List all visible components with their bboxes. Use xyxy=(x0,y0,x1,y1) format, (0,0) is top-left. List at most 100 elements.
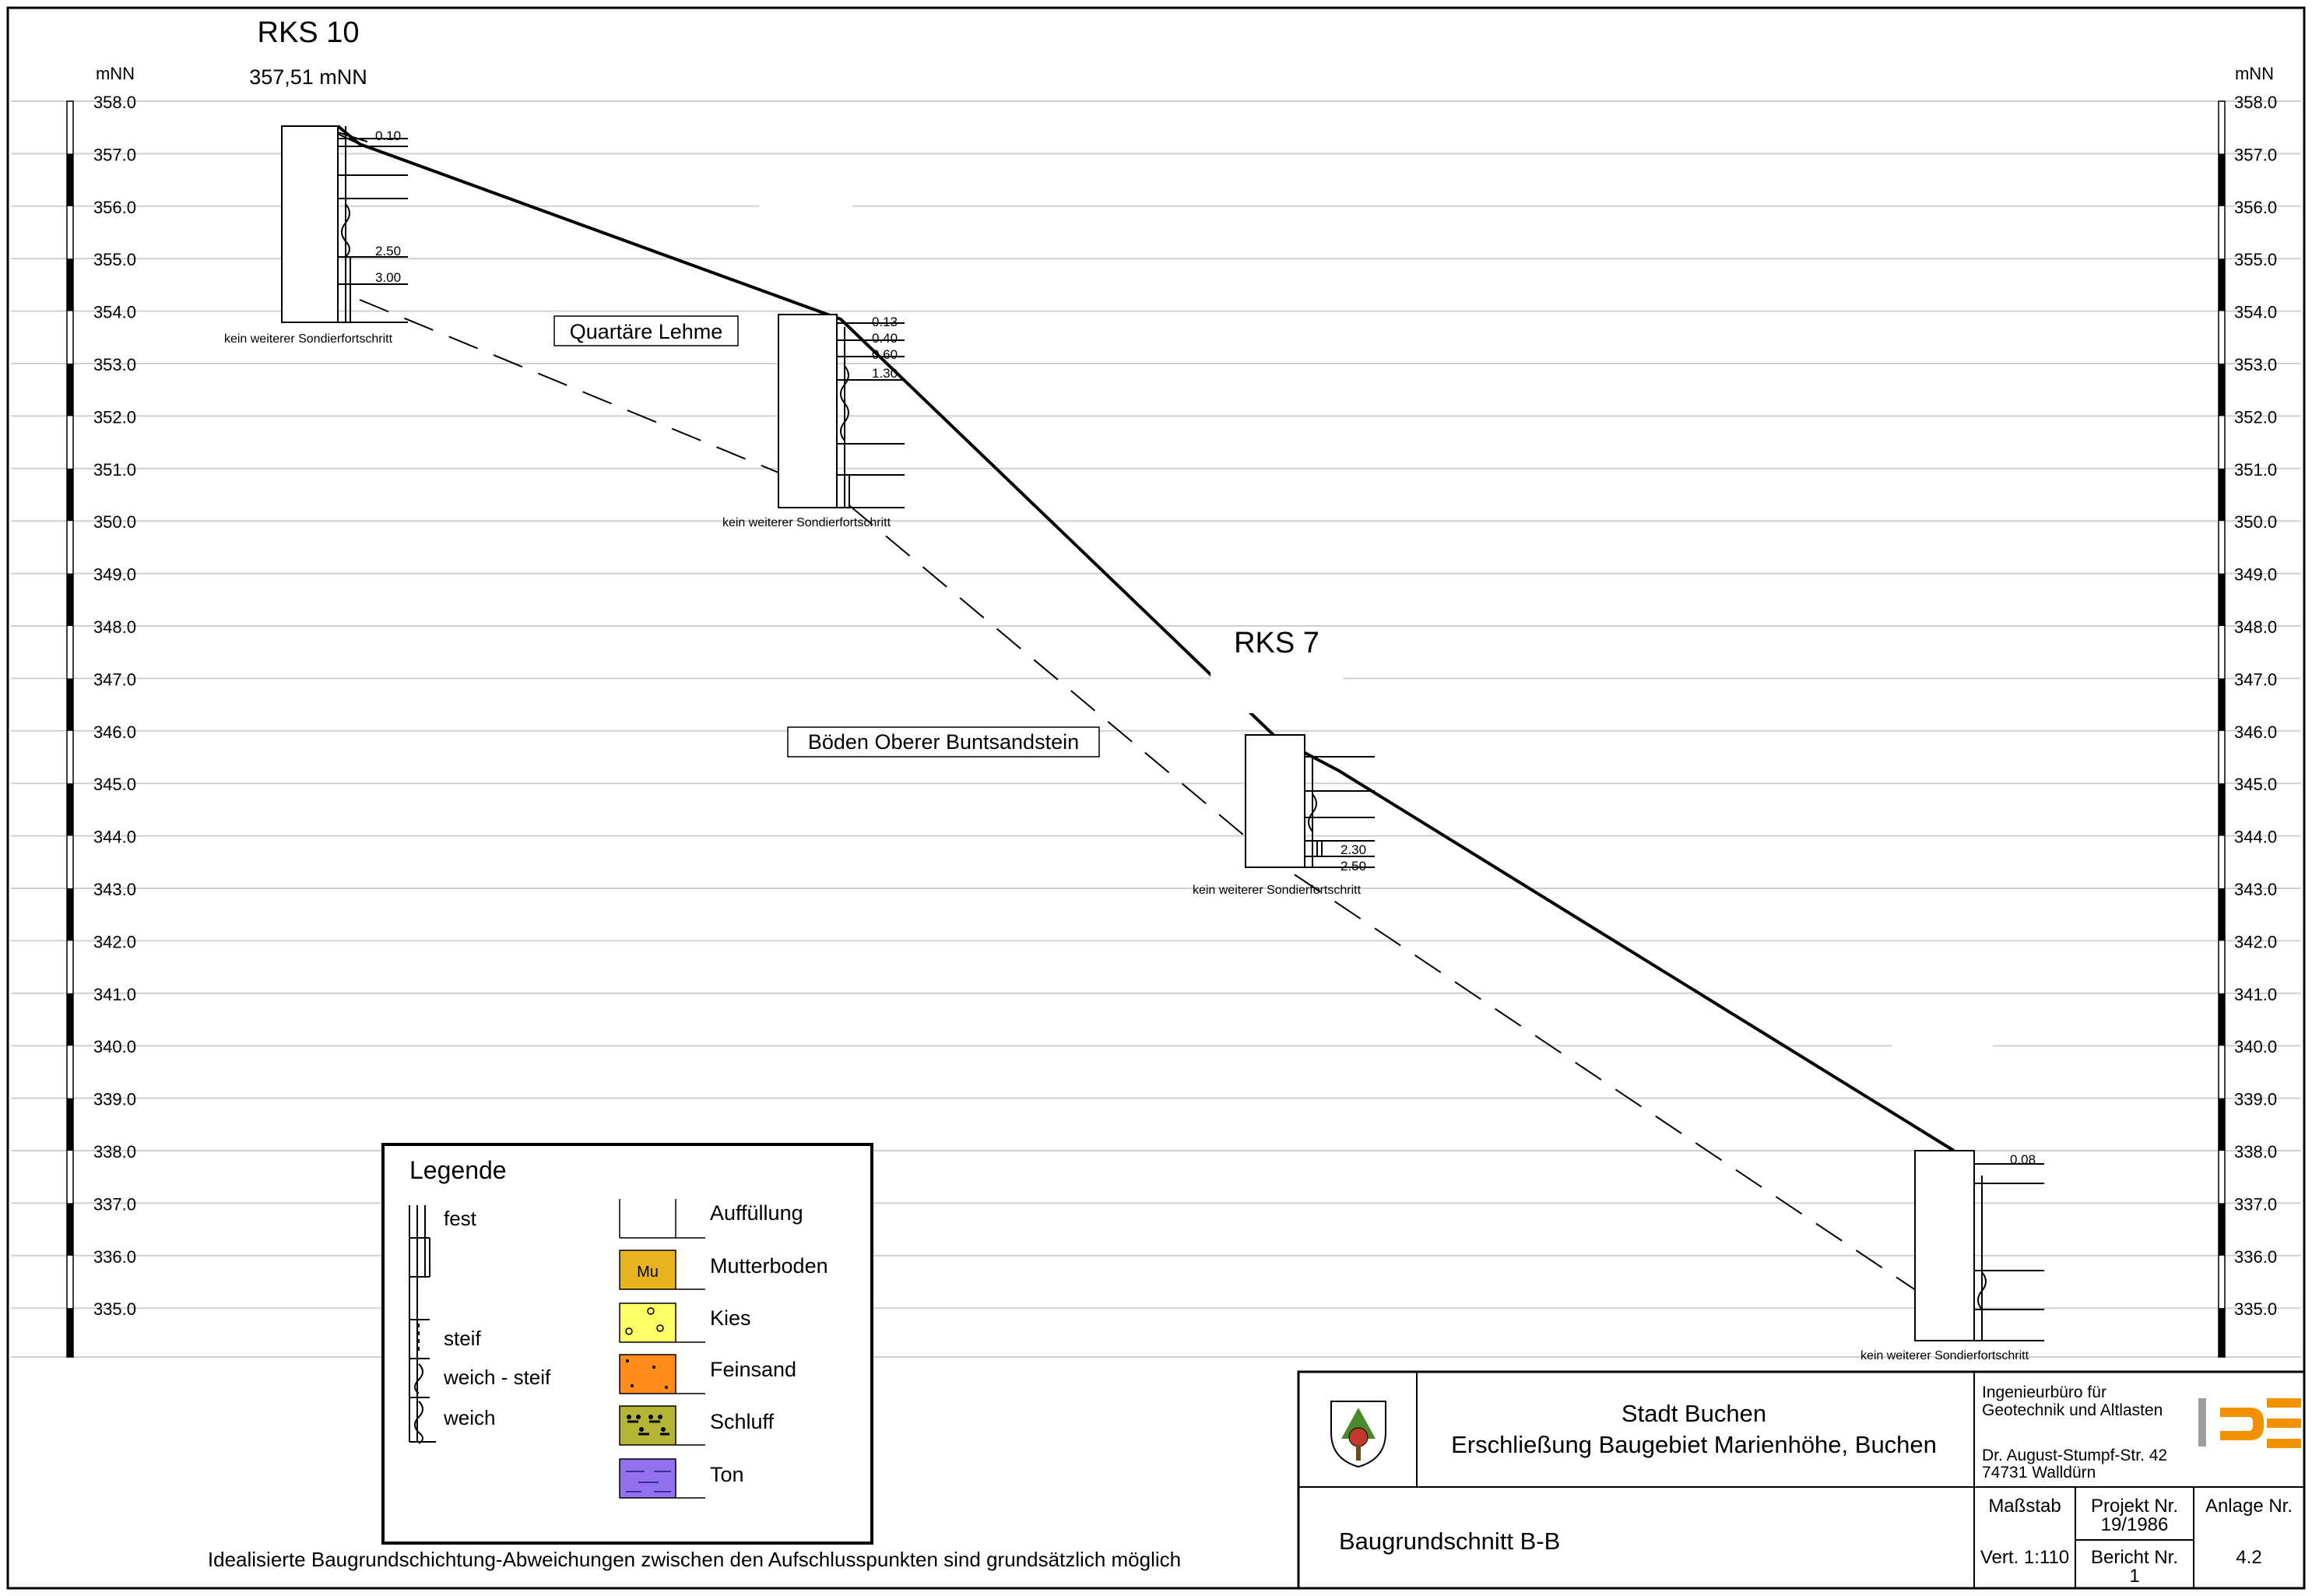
left-tick-label: 353.0 xyxy=(93,355,136,374)
left-tick-label: 358.0 xyxy=(93,93,136,112)
consistency-strip xyxy=(1304,735,1375,868)
legend-consistency-weich: weich xyxy=(443,1406,495,1429)
right-tick-label: 351.0 xyxy=(2234,460,2277,480)
left-tick-label: 336.0 xyxy=(93,1247,136,1267)
left-tick-label: 344.0 xyxy=(93,828,136,847)
right-tick-label: 335.0 xyxy=(2234,1299,2277,1319)
right-tick-label: 349.0 xyxy=(2234,565,2277,585)
scale-bar-segment xyxy=(2219,1203,2225,1256)
svg-text:Schluff: Schluff xyxy=(710,1410,775,1433)
scale-bar-segment xyxy=(67,993,73,1046)
right-tick-label: 352.0 xyxy=(2234,407,2277,427)
right-tick-label: 347.0 xyxy=(2234,670,2277,689)
town-crest-icon xyxy=(1330,1401,1386,1468)
scale-bar-segment xyxy=(67,573,73,626)
borehole-4: 0.08 kein weiterer Sondierfortschritt xyxy=(1860,1150,2044,1362)
left-tick-label: 352.0 xyxy=(93,407,136,427)
right-tick-label: 344.0 xyxy=(2234,828,2277,847)
right-tick-label: 341.0 xyxy=(2234,985,2277,1004)
svg-text:Feinsand: Feinsand xyxy=(710,1358,796,1381)
right-tick-label: 343.0 xyxy=(2234,880,2277,899)
right-tick-label: 357.0 xyxy=(2234,145,2277,164)
svg-text:Böden Oberer Buntsandstein: Böden Oberer Buntsandstein xyxy=(808,730,1079,754)
title-block: Stadt Buchen Erschließung Baugebiet Mari… xyxy=(1297,1370,2306,1590)
right-tick-label: 356.0 xyxy=(2234,198,2277,217)
address-line-1: Dr. August-Stumpf-Str. 42 xyxy=(1982,1447,2167,1464)
right-tick-label: 348.0 xyxy=(2234,617,2277,637)
legend-title: Legende xyxy=(409,1156,507,1184)
borehole-footer: kein weiterer Sondierfortschritt xyxy=(1193,884,1362,897)
consistency-symbols xyxy=(409,1205,436,1444)
right-tick-label: 353.0 xyxy=(2234,355,2277,374)
left-tick-label: 346.0 xyxy=(93,722,136,742)
legend-soil-mutterboden: Mu Mutterboden xyxy=(619,1250,828,1290)
depth-label: 2.30 xyxy=(1340,842,1366,857)
report-number-value: 1 xyxy=(2129,1566,2139,1587)
left-tick-label: 350.0 xyxy=(93,512,136,532)
scale-bar-segment xyxy=(2219,364,2225,417)
svg-text:Mutterboden: Mutterboden xyxy=(710,1254,828,1278)
left-tick-label: 340.0 xyxy=(93,1037,136,1056)
disclaimer-note: Idealisierte Baugrundschichtung-Abweichu… xyxy=(208,1548,1181,1571)
depth-label: 3.00 xyxy=(375,270,401,285)
ground-surface-line xyxy=(336,125,1955,1152)
svg-text:Quartäre Lehme: Quartäre Lehme xyxy=(570,320,723,343)
borehole-elevation: 357,51 mNN xyxy=(249,65,367,89)
scale-bar-segment xyxy=(2219,678,2225,731)
soil-column xyxy=(1245,734,1305,868)
scale-bar-segment xyxy=(2219,993,2225,1046)
scale-bar-segment xyxy=(2219,468,2225,522)
borehole-title: RKS 10 xyxy=(258,16,360,49)
right-tick-label: 354.0 xyxy=(2234,303,2277,322)
consistency-strip xyxy=(1973,1151,2044,1341)
svg-text:Auffüllung: Auffüllung xyxy=(710,1201,803,1225)
soil-column xyxy=(281,125,339,323)
line-gap xyxy=(1892,1029,1993,1092)
svg-text:Ton: Ton xyxy=(710,1463,744,1486)
consistency-strip xyxy=(836,315,905,508)
left-tick-label: 354.0 xyxy=(93,303,136,322)
office-line-2: Geotechnik und Altlasten xyxy=(1982,1401,2163,1419)
right-tick-label: 337.0 xyxy=(2234,1194,2277,1214)
right-unit-label: mNN xyxy=(2235,64,2274,83)
left-tick-label: 338.0 xyxy=(93,1142,136,1162)
svg-text:Kies: Kies xyxy=(710,1306,751,1330)
borehole-2: 0.13 0.40 0.60 1.30 kein weiterer Sondie… xyxy=(722,314,905,529)
scale-bar-segment xyxy=(67,1203,73,1256)
scale-bar-segment xyxy=(2219,573,2225,626)
line-gap xyxy=(1210,668,1343,713)
layer-boundary-line xyxy=(359,299,1955,1317)
left-tick-label: 351.0 xyxy=(93,460,136,480)
line-gap xyxy=(759,201,852,248)
depth-label: 1.30 xyxy=(872,366,898,381)
legend-soil-schluff: Schluff xyxy=(619,1405,775,1446)
mutterboden-symbol: Mu xyxy=(637,1264,659,1281)
client-name: Stadt Buchen xyxy=(1622,1400,1766,1427)
scale-bar-segment xyxy=(67,468,73,522)
project-number-value: 19/1986 xyxy=(2101,1514,2169,1535)
scale-bar-segment xyxy=(67,1308,73,1357)
company-logo xyxy=(2198,1398,2301,1448)
drawing-title: Baugrundschnitt B-B xyxy=(1339,1527,1560,1555)
scale-bar-segment xyxy=(2219,1308,2225,1357)
right-tick-label: 346.0 xyxy=(2234,722,2277,742)
office-line-1: Ingenieurbüro für xyxy=(1982,1383,2106,1401)
project-number-label: Projekt Nr. xyxy=(2091,1496,2178,1517)
depth-label: 0.10 xyxy=(375,128,401,143)
left-tick-label: 348.0 xyxy=(93,617,136,637)
annex-label: Anlage Nr. xyxy=(2205,1496,2293,1517)
soil-column xyxy=(1914,1150,1975,1341)
right-tick-label: 342.0 xyxy=(2234,932,2277,951)
right-tick-label: 340.0 xyxy=(2234,1037,2277,1056)
right-elevation-scale xyxy=(2218,100,2226,1358)
legend-soil-auffuellung: Auffüllung xyxy=(619,1199,803,1239)
right-tick-label: 345.0 xyxy=(2234,775,2277,794)
right-tick-label: 355.0 xyxy=(2234,250,2277,269)
report-number-label: Bericht Nr. xyxy=(2091,1547,2178,1568)
right-tick-label: 350.0 xyxy=(2234,512,2277,532)
soil-column xyxy=(778,314,838,508)
left-tick-label: 342.0 xyxy=(93,932,136,951)
depth-label: 0.08 xyxy=(2010,1152,2036,1167)
